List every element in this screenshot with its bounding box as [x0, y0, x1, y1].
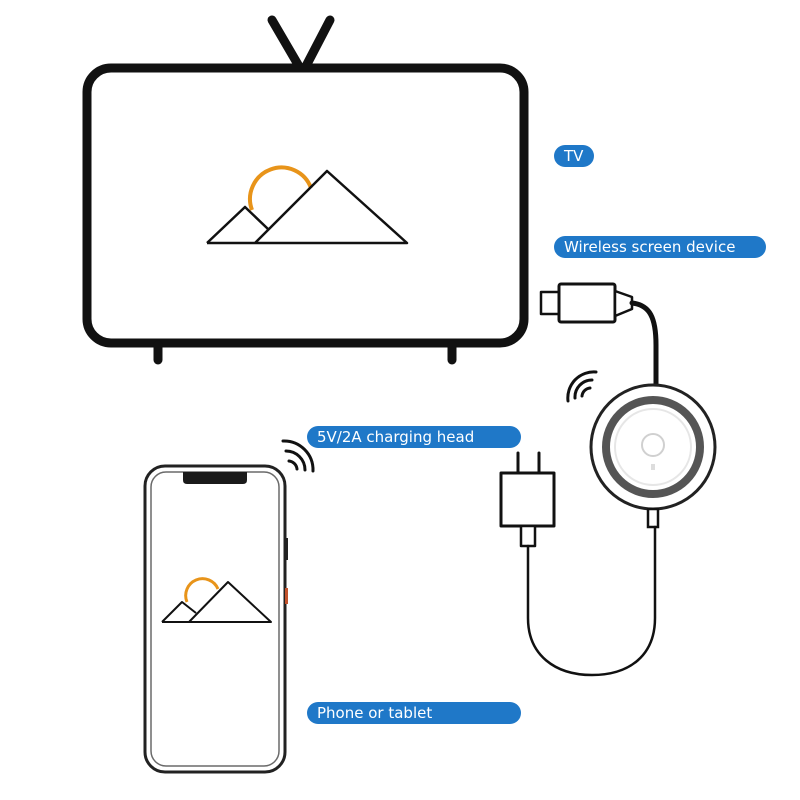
wireless-screen-device-label: Wireless screen device — [554, 236, 766, 258]
hdmi-connector-icon — [539, 282, 659, 387]
mountain-sun-icon — [206, 165, 409, 245]
phone-wifi-signal-icon — [281, 439, 315, 473]
phone-or-tablet-label: Phone or tablet — [307, 702, 521, 724]
power-adapter-icon — [499, 451, 657, 677]
wifi-signal-icon — [566, 370, 598, 403]
dongle-icon — [589, 383, 717, 529]
charging-head-label: 5V/2A charging head — [307, 426, 521, 448]
tv-label: TV — [554, 145, 594, 167]
smartphone-icon — [143, 464, 288, 774]
tv-icon — [82, 15, 529, 365]
phone-mountain-sun-icon — [161, 577, 272, 623]
